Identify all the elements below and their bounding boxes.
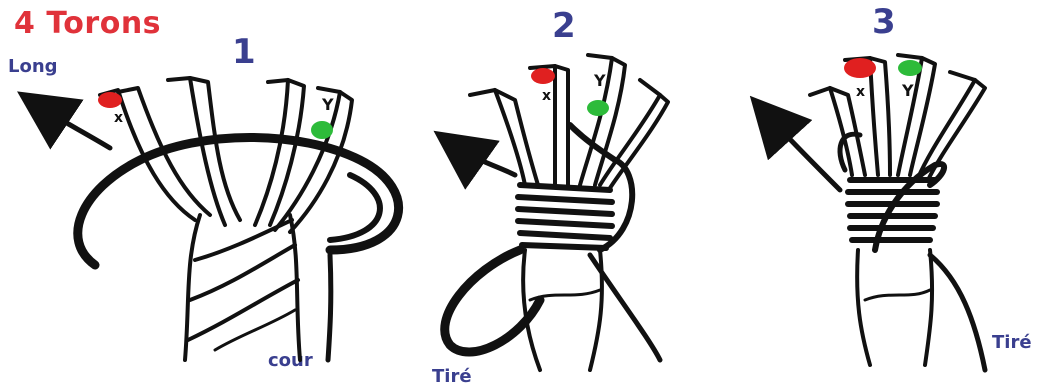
strand-x-mark-3 (844, 58, 876, 78)
strand-y-mark-3 (898, 60, 922, 76)
strand-x-mark (98, 92, 122, 108)
step-3-drawing: x Y (770, 55, 985, 370)
strand-x-letter: x (114, 110, 123, 126)
step-1-drawing: x Y (42, 78, 399, 360)
strand-y-mark-2 (587, 100, 609, 116)
strand-x-letter-2: x (542, 88, 551, 104)
strand-y-letter-2: Y (593, 71, 606, 90)
strand-y-letter: Y (321, 95, 334, 114)
strand-y-letter-3: Y (901, 81, 914, 100)
strand-y-mark (311, 121, 333, 139)
step-2-drawing: x Y (445, 55, 668, 370)
strand-x-letter-3: x (856, 84, 865, 100)
strand-x-mark-2 (531, 68, 555, 84)
